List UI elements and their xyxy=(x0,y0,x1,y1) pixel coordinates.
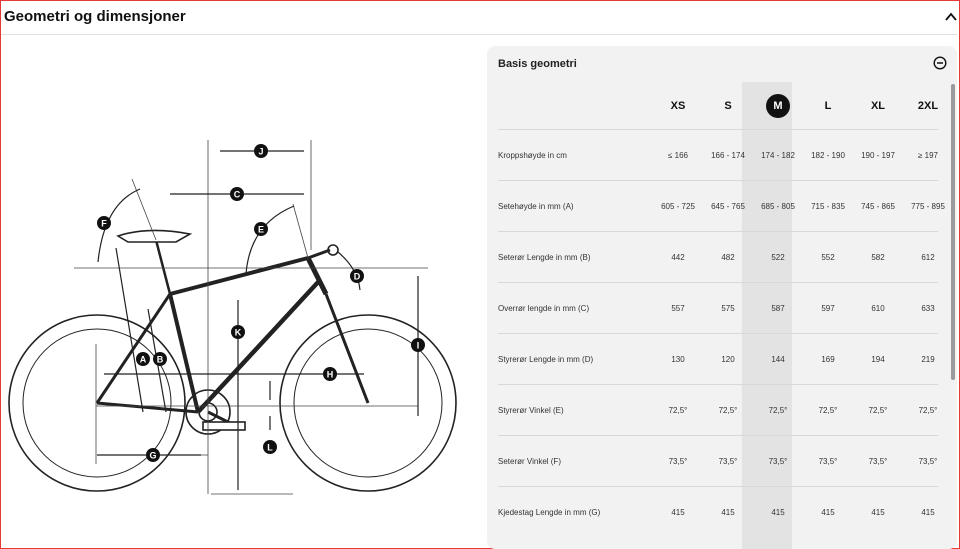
table-cell: 745 - 865 xyxy=(861,201,895,211)
size-tab-m[interactable]: M xyxy=(753,82,803,129)
geometry-panel: Basis geometri XS S M L XL 2XL Kroppshøy… xyxy=(487,46,957,549)
table-cell: 633 xyxy=(921,303,935,313)
table-cell: 597 xyxy=(821,303,835,313)
label-f: F xyxy=(101,219,107,229)
row-label: Seterør Vinkel (F) xyxy=(498,456,561,466)
table-cell: 182 - 190 xyxy=(811,150,845,160)
table-row: Kjedestag Lengde in mm (G) 415 415 415 4… xyxy=(498,486,938,537)
label-k: K xyxy=(235,328,242,338)
row-label: Styrerør Vinkel (E) xyxy=(498,405,564,415)
table-cell: 442 xyxy=(671,252,685,262)
table-cell: 120 xyxy=(721,354,735,364)
table-cell: 190 - 197 xyxy=(861,150,895,160)
table-cell: 169 xyxy=(821,354,835,364)
table-cell: 482 xyxy=(721,252,735,262)
table-cell: 415 xyxy=(671,507,685,517)
table-cell: 144 xyxy=(771,354,785,364)
label-i: I xyxy=(417,341,420,351)
label-c: C xyxy=(234,190,241,200)
table-cell: 73,5° xyxy=(868,456,888,466)
front-wheel xyxy=(279,314,457,492)
selected-size-column xyxy=(742,82,792,549)
table-cell: 73,5° xyxy=(668,456,688,466)
table-cell: ≤ 166 xyxy=(668,150,688,160)
table-cell: 174 - 182 xyxy=(761,150,795,160)
label-j: J xyxy=(258,147,263,157)
table-cell: 73,5° xyxy=(918,456,938,466)
table-cell: 219 xyxy=(921,354,935,364)
table-cell: 72,5° xyxy=(818,405,838,415)
rear-wheel-inner xyxy=(22,328,172,478)
geometry-table: XS S M L XL 2XL Kroppshøyde in cm ≤ 166 … xyxy=(498,82,945,537)
table-cell: 194 xyxy=(871,354,885,364)
section-title: Geometri og dimensjoner xyxy=(4,8,186,25)
table-cell: 415 xyxy=(821,507,835,517)
table-cell: 612 xyxy=(921,252,935,262)
row-label: Setehøyde in mm (A) xyxy=(498,201,574,211)
rear-wheel xyxy=(8,314,186,492)
table-cell: 415 xyxy=(871,507,885,517)
table-cell: 73,5° xyxy=(768,456,788,466)
minus-circle-icon[interactable] xyxy=(933,56,947,70)
table-cell: 552 xyxy=(821,252,835,262)
front-wheel-inner xyxy=(293,328,443,478)
label-e: E xyxy=(258,225,264,235)
table-cell: 415 xyxy=(721,507,735,517)
table-cell: 575 xyxy=(721,303,735,313)
label-b: B xyxy=(157,355,164,365)
divider xyxy=(1,34,957,35)
table-cell: 557 xyxy=(671,303,685,313)
label-a: A xyxy=(140,355,147,365)
table-cell: 130 xyxy=(671,354,685,364)
table-row: Kroppshøyde in cm ≤ 166 166 - 174 174 - … xyxy=(498,129,938,180)
table-cell: 72,5° xyxy=(718,405,738,415)
label-g: G xyxy=(149,451,156,461)
table-cell: 166 - 174 xyxy=(711,150,745,160)
row-label: Styrerør Lengde in mm (D) xyxy=(498,354,594,364)
table-cell: 73,5° xyxy=(718,456,738,466)
size-tab-xs[interactable]: XS xyxy=(670,99,686,112)
row-label: Kjedestag Lengde in mm (G) xyxy=(498,507,601,517)
row-label: Seterør Lengde in mm (B) xyxy=(498,252,591,262)
label-l: L xyxy=(267,443,273,453)
chevron-up-icon[interactable] xyxy=(944,10,958,24)
size-tab-s[interactable]: S xyxy=(724,99,732,112)
table-cell: 685 - 805 xyxy=(761,201,795,211)
table-cell: 775 - 895 xyxy=(911,201,945,211)
table-cell: 72,5° xyxy=(768,405,788,415)
table-cell: 715 - 835 xyxy=(811,201,845,211)
bike-geometry-diagram: A B C D E F G H I J K L xyxy=(8,140,457,495)
table-cell: 72,5° xyxy=(668,405,688,415)
table-row: Seterør Vinkel (F) 73,5° 73,5° 73,5° 73,… xyxy=(498,435,938,486)
label-h: H xyxy=(327,370,334,380)
table-row: Styrerør Vinkel (E) 72,5° 72,5° 72,5° 72… xyxy=(498,384,938,435)
table-row: Styrerør Lengde in mm (D) 130 120 144 16… xyxy=(498,333,938,384)
table-cell: 645 - 765 xyxy=(711,201,745,211)
size-header-row: XS S M L XL 2XL xyxy=(498,82,938,129)
table-cell: 72,5° xyxy=(918,405,938,415)
table-cell: 415 xyxy=(771,507,785,517)
table-cell: 605 - 725 xyxy=(661,201,695,211)
table-cell: 610 xyxy=(871,303,885,313)
table-cell: 582 xyxy=(871,252,885,262)
dimension-labels: A B C D E F G H I J K L xyxy=(97,144,425,462)
table-row: Setehøyde in mm (A) 605 - 725 645 - 765 … xyxy=(498,180,945,231)
table-row: Overrør lengde in mm (C) 557 575 587 597… xyxy=(498,282,938,333)
table-cell: 587 xyxy=(771,303,785,313)
table-cell: 522 xyxy=(771,252,785,262)
table-cell: 415 xyxy=(921,507,935,517)
panel-title: Basis geometri xyxy=(498,58,577,70)
row-label: Overrør lengde in mm (C) xyxy=(498,303,590,313)
size-tab-l[interactable]: L xyxy=(824,99,832,112)
size-tab-2xl[interactable]: 2XL xyxy=(917,99,939,112)
table-row: Seterør Lengde in mm (B) 442 482 522 552… xyxy=(498,231,938,282)
row-label: Kroppshøyde in cm xyxy=(498,150,567,160)
table-cell: ≥ 197 xyxy=(918,150,938,160)
table-cell: 73,5° xyxy=(818,456,838,466)
scrollbar[interactable] xyxy=(951,84,955,380)
size-tab-xl[interactable]: XL xyxy=(870,99,886,112)
label-d: D xyxy=(354,272,361,282)
table-cell: 72,5° xyxy=(868,405,888,415)
